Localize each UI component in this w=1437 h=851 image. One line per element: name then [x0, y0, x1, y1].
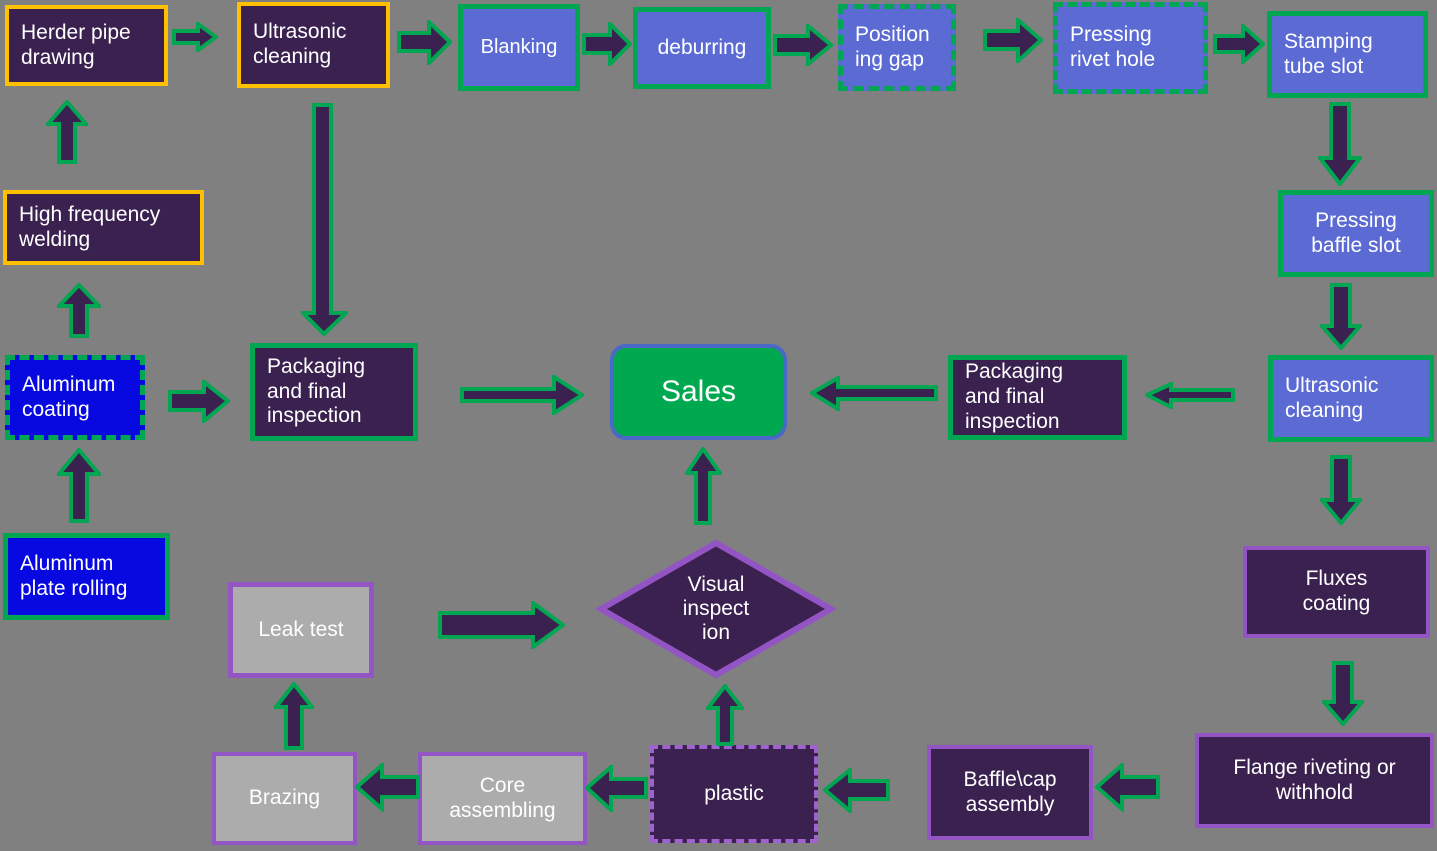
arrow-visual-inspection-to-sales [685, 447, 722, 525]
arrow-pressing-rivet-to-stamping [1213, 24, 1265, 64]
node-sales: Sales [610, 344, 787, 440]
node-positioning-gap-label: Position ing gap [855, 22, 930, 71]
node-leak-test-label: Leak test [258, 617, 344, 641]
node-stamping-tube-slot-label: Stamping tube slot [1284, 29, 1373, 78]
node-packaging-final-inspection-left: Packaging and final inspection [250, 343, 418, 441]
node-plastic-label: plastic [704, 781, 764, 805]
node-ultrasonic-cleaning-top-label: Ultrasonic cleaning [253, 20, 347, 68]
arrow-packaging-to-sales [460, 375, 584, 415]
node-blanking: Blanking [458, 4, 580, 91]
node-aluminum-coating: Aluminum coating [5, 355, 145, 440]
node-pressing-rivet-hole: Pressing rivet hole [1053, 2, 1208, 94]
node-high-frequency-welding: High frequency welding [3, 190, 204, 265]
node-blanking-label: Blanking [480, 35, 558, 58]
node-plastic: plastic [650, 745, 818, 843]
arrow-aluminum-coating-to-packaging [168, 380, 230, 423]
arrow-brazing-to-leak-test [274, 682, 314, 750]
node-ultrasonic-cleaning-top: Ultrasonic cleaning [237, 2, 390, 88]
arrow-packaging-right-to-sales [810, 376, 938, 411]
node-core-assembling: Core assembling [418, 752, 587, 845]
node-aluminum-plate-rolling-label: Aluminum plate rolling [20, 551, 128, 600]
arrow-stamping-to-pressing-baffle [1318, 102, 1362, 186]
node-leak-test: Leak test [228, 582, 374, 678]
arrow-ultrasonic-to-fluxes [1320, 455, 1362, 525]
node-brazing-label: Brazing [248, 786, 321, 810]
node-flange-riveting-label: Flange riveting or withhold [1233, 755, 1396, 804]
visual-inspection-diamond-shape [594, 539, 838, 679]
arrow-flange-to-baffle-cap [1095, 763, 1160, 812]
node-high-frequency-welding-label: High frequency welding [19, 202, 161, 251]
arrow-deburring-to-positioning-gap [773, 24, 833, 66]
node-positioning-gap: Position ing gap [838, 4, 956, 91]
node-baffle-cap-assembly-label: Baffle\cap assembly [963, 767, 1057, 816]
node-baffle-cap-assembly: Baffle\cap assembly [927, 745, 1093, 840]
node-visual-inspection-label: Visual inspect ion [682, 572, 750, 645]
arrow-baffle-cap-to-plastic [823, 768, 890, 813]
arrow-ultrasonic-cleaning-to-packaging-right [1145, 382, 1235, 409]
node-pressing-rivet-hole-label: Pressing rivet hole [1070, 23, 1156, 71]
arrow-pressing-baffle-to-ultrasonic [1320, 283, 1362, 350]
arrow-ultrasonic-to-packaging-left [301, 103, 348, 336]
node-visual-inspection: Visual inspect ion [594, 538, 838, 680]
arrow-fluxes-to-flange [1322, 661, 1364, 726]
arrow-ultrasonic-to-blanking [397, 20, 452, 65]
node-aluminum-coating-label: Aluminum coating [22, 372, 116, 421]
node-packaging-final-inspection-right: Packaging and final inspection [948, 355, 1127, 440]
node-sales-label: Sales [660, 375, 737, 409]
arrow-high-frequency-to-herder [46, 100, 88, 164]
arrow-herder-to-ultrasonic [172, 22, 218, 52]
arrow-aluminum-coating-to-high-frequency [57, 283, 101, 338]
arrow-core-assembling-to-brazing [355, 763, 420, 812]
arrow-aluminum-plate-to-aluminum-coating [57, 448, 101, 523]
node-deburring-label: deburring [657, 35, 747, 59]
node-herder-pipe-drawing: Herder pipe drawing [5, 5, 168, 86]
node-pressing-baffle-slot: Pressing baffle slot [1278, 190, 1434, 277]
node-ultrasonic-cleaning-right: Ultrasonic cleaning [1268, 355, 1434, 442]
node-packaging-final-inspection-left-label: Packaging and final inspection [267, 354, 366, 428]
arrow-leak-test-to-visual-inspection [438, 601, 565, 649]
arrow-plastic-to-visual-inspection [706, 684, 744, 746]
node-pressing-baffle-slot-label: Pressing baffle slot [1311, 208, 1401, 257]
node-fluxes-coating: Fluxes coating [1243, 546, 1430, 638]
arrow-blanking-to-deburring [582, 22, 632, 66]
node-stamping-tube-slot: Stamping tube slot [1267, 11, 1428, 98]
node-brazing: Brazing [212, 752, 357, 845]
node-fluxes-coating-label: Fluxes coating [1302, 567, 1371, 615]
arrow-positioning-gap-to-pressing-rivet [983, 18, 1043, 63]
node-core-assembling-label: Core assembling [449, 773, 556, 822]
node-aluminum-plate-rolling: Aluminum plate rolling [3, 533, 170, 620]
node-herder-pipe-drawing-label: Herder pipe drawing [21, 20, 131, 69]
node-ultrasonic-cleaning-right-label: Ultrasonic cleaning [1285, 373, 1379, 422]
arrow-plastic-to-core-assembling [585, 765, 648, 812]
node-packaging-final-inspection-right-label: Packaging and final inspection [965, 360, 1064, 433]
node-deburring: deburring [633, 7, 771, 89]
node-flange-riveting: Flange riveting or withhold [1195, 733, 1434, 828]
